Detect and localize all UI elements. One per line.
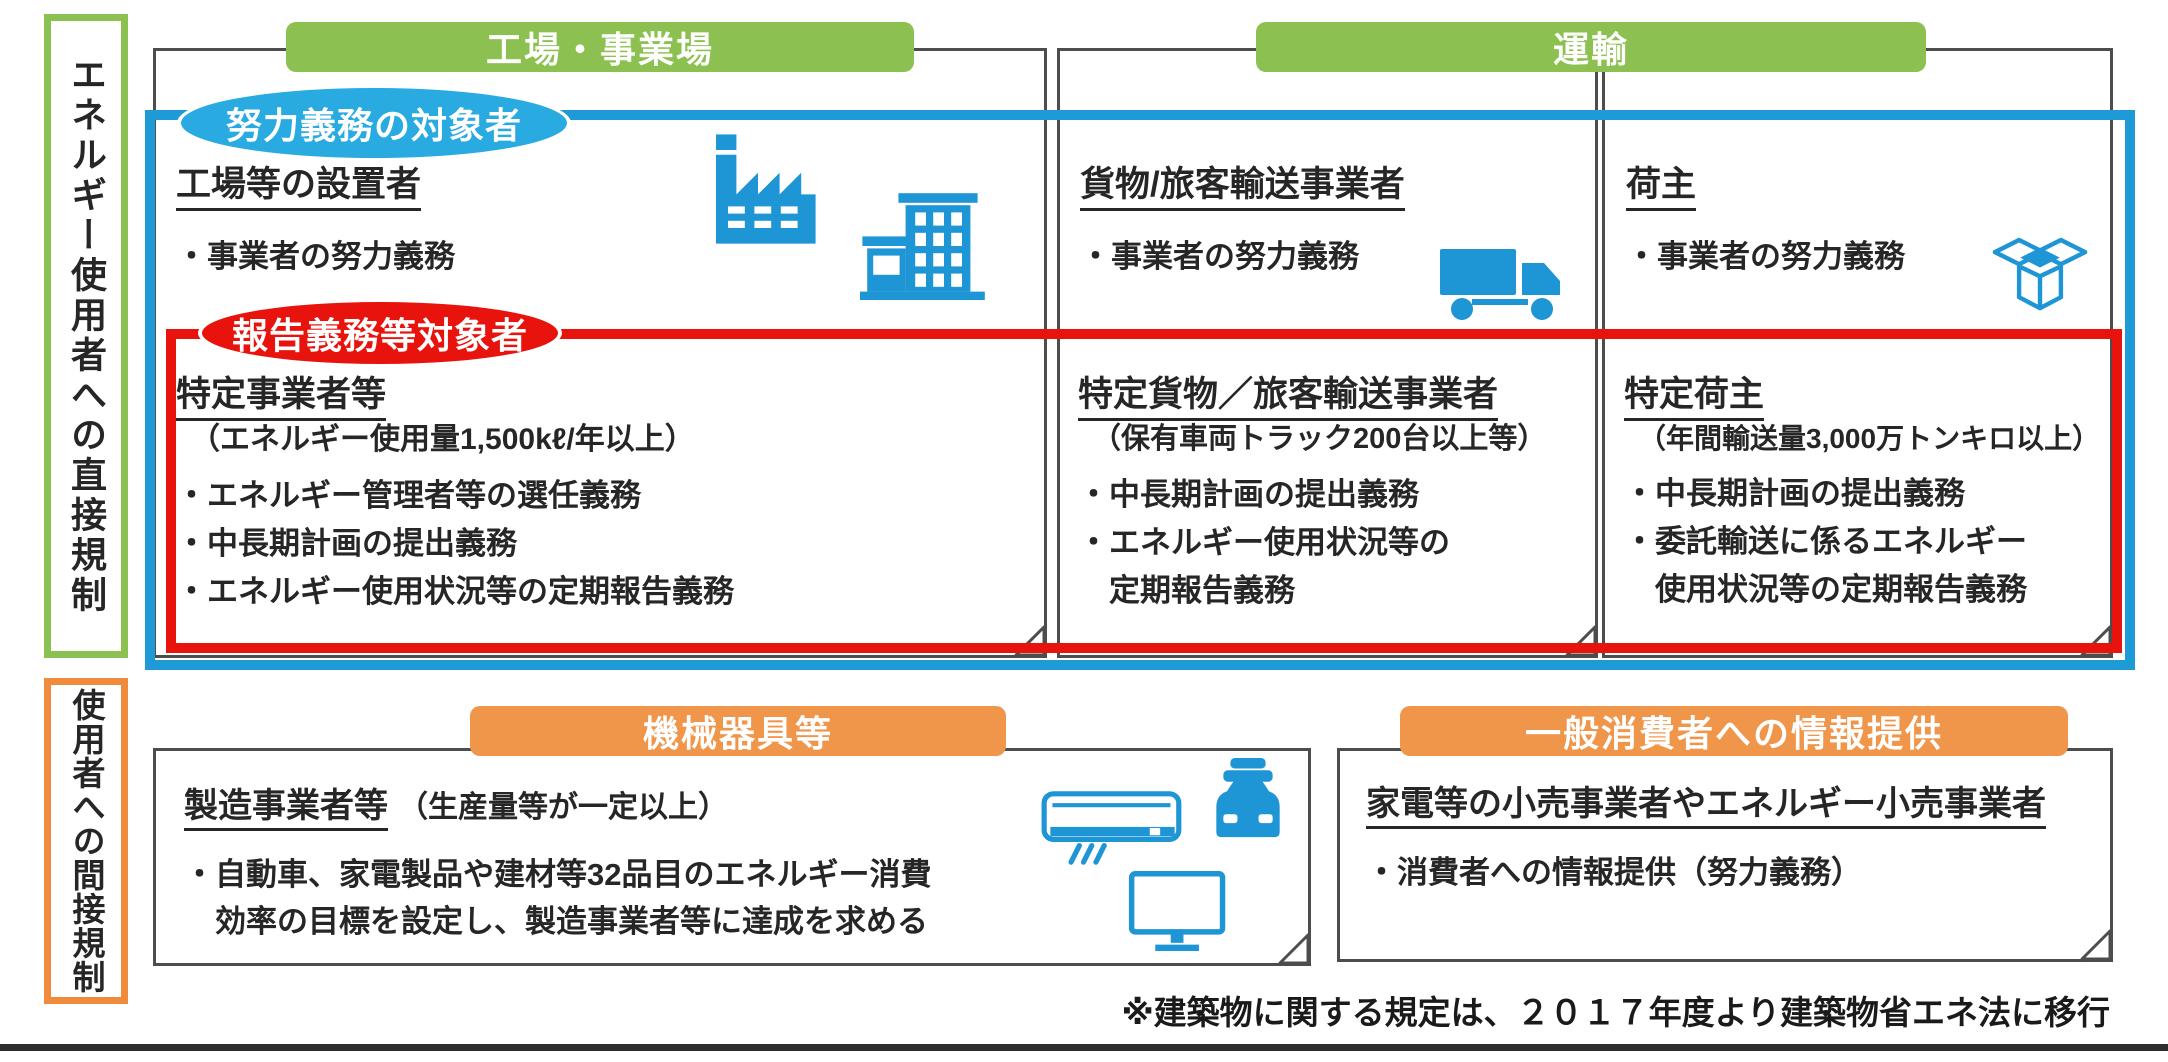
shipper-effort-item: ・事業者の努力義務: [1626, 238, 1905, 274]
carrier-effort-title: 貨物/旅客輸送事業者: [1080, 165, 1405, 211]
carrier-report-section: 特定貨物／旅客輸送事業者 （保有車両トラック200台以上等） ・中長期計画の提出…: [1078, 375, 1547, 615]
shipper-report-title: 特定荷主: [1624, 375, 1765, 421]
factory-report-condition: （エネルギー使用量1,500kℓ/年以上）: [190, 422, 695, 456]
bottom-divider: [0, 1044, 2168, 1051]
factory-report-item: ・エネルギー管理者等の選任義務: [176, 478, 641, 513]
factory-effort-title: 工場等の設置者: [176, 165, 422, 211]
shipper-effort-title: 荷主: [1626, 165, 1697, 211]
office-building-icon: [860, 193, 985, 300]
direct-regulation-label: エネルギー使用者への直接規制: [44, 14, 128, 658]
air-conditioner-icon: [1041, 791, 1182, 865]
machinery-section: 製造事業者等 （生産量等が一定以上） ・自動車、家電製品や建材等32品目のエネルギ…: [184, 782, 931, 945]
car-icon: [1216, 757, 1280, 838]
carrier-report-condition: （保有車両トラック200台以上等）: [1092, 422, 1547, 455]
page-curl-icon: [1014, 625, 1046, 657]
header-machinery: 機械器具等: [470, 706, 1006, 756]
consumer-title: 家電等の小売事業者やエネルギー小売事業者: [1366, 785, 2046, 830]
shipper-report-item: ・委託輸送に係るエネルギー 使用状況等の定期報告義務: [1624, 523, 2027, 607]
page-curl-icon: [2080, 929, 2112, 961]
shipper-report-condition: （年間輸送量3,000万トンキロ以上）: [1638, 422, 2101, 454]
carrier-effort-section: 貨物/旅客輸送事業者 ・事業者の努力義務: [1080, 165, 1405, 281]
factory-effort-item: ・事業者の努力義務: [176, 238, 455, 274]
shipper-report-section: 特定荷主 （年間輸送量3,000万トンキロ以上） ・中長期計画の提出義務 ・委託…: [1624, 375, 2101, 614]
carrier-report-item: ・中長期計画の提出義務: [1078, 476, 1419, 512]
report-obligation-badge: 報告義務等対象者: [198, 298, 562, 368]
page-curl-icon: [2080, 625, 2112, 657]
carrier-report-item: ・エネルギー使用状況等の 定期報告義務: [1078, 524, 1450, 608]
consumer-item: ・消費者への情報提供（努力義務）: [1366, 855, 1862, 891]
shipper-report-item: ・中長期計画の提出義務: [1624, 475, 1965, 511]
carrier-effort-item: ・事業者の努力義務: [1080, 238, 1359, 274]
indirect-regulation-label: 使用者への間接規制: [44, 678, 128, 1004]
factory-report-item: ・中長期計画の提出義務: [176, 526, 517, 561]
header-factory-sites: 工場・事業場: [286, 22, 914, 72]
truck-icon: [1440, 249, 1560, 320]
page-curl-icon: [1565, 625, 1597, 657]
header-consumer-info: 一般消費者への情報提供: [1400, 706, 2068, 756]
factory-report-title: 特定事業者等: [176, 375, 387, 421]
shipper-panel: [1602, 48, 2113, 658]
factory-report-item: ・エネルギー使用状況等の定期報告義務: [176, 574, 734, 609]
factory-effort-section: 工場等の設置者 ・事業者の努力義務: [176, 165, 455, 281]
factory-icon: [716, 134, 816, 244]
header-transport: 運輸: [1256, 22, 1926, 72]
consumer-section: 家電等の小売事業者やエネルギー小売事業者 ・消費者への情報提供（努力義務）: [1366, 785, 2046, 897]
machinery-item: ・自動車、家電製品や建材等32品目のエネルギー消費 効率の目標を設定し、製造事業…: [184, 857, 932, 940]
carrier-report-title: 特定貨物／旅客輸送事業者: [1078, 375, 1499, 421]
carrier-panel: [1057, 48, 1598, 658]
open-box-icon: [1992, 237, 2088, 311]
machinery-title: 製造事業者等: [184, 787, 388, 832]
effort-obligation-badge: 努力義務の対象者: [177, 84, 571, 162]
consumer-panel: [1337, 748, 2113, 962]
factory-report-section: 特定事業者等 （エネルギー使用量1,500kℓ/年以上） ・エネルギー管理者等の…: [176, 375, 734, 616]
tv-monitor-icon: [1128, 871, 1226, 951]
footnote: ※建築物に関する規定は、２０１７年度より建築物省エネ法に移行: [1121, 994, 2110, 1031]
machinery-condition: （生産量等が一定以上）: [398, 791, 728, 824]
page-curl-icon: [1278, 933, 1310, 965]
shipper-effort-section: 荷主 ・事業者の努力義務: [1626, 165, 1905, 281]
